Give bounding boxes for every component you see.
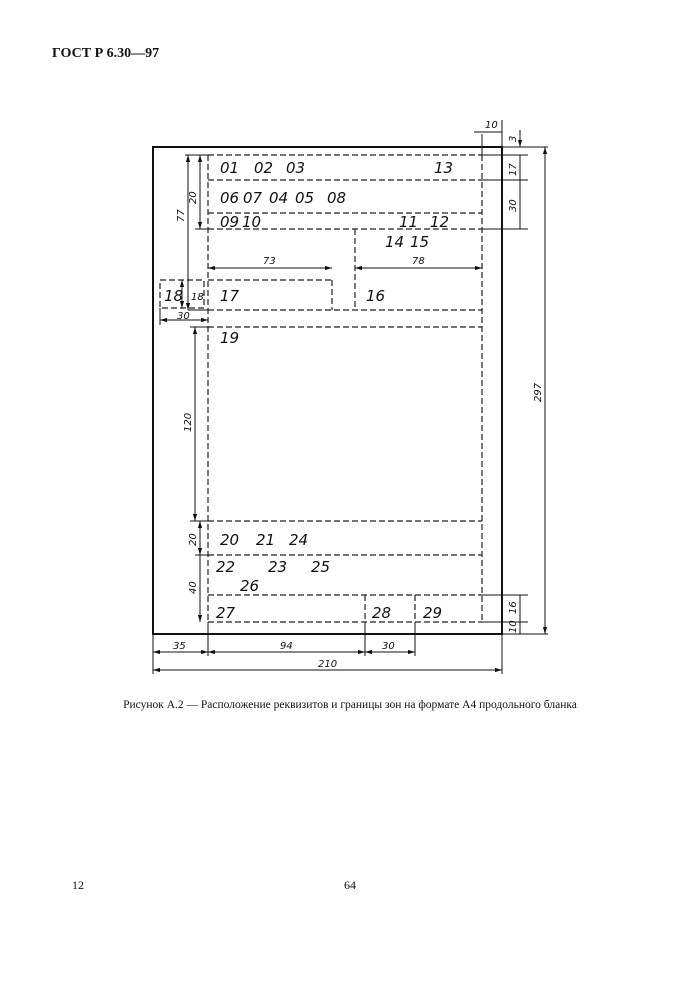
dimension-lines <box>152 120 548 674</box>
zone-29: 29 <box>423 604 442 622</box>
dim-30-left: 30 <box>177 311 190 322</box>
zone-boundaries <box>159 154 483 623</box>
zone-19: 19 <box>220 329 239 347</box>
dim-16: 16 <box>508 601 519 614</box>
zone-08: 08 <box>327 189 346 207</box>
page-number-center: 64 <box>344 878 356 892</box>
dim-35: 35 <box>173 641 186 652</box>
zone-06: 06 <box>220 189 239 207</box>
zone-04: 04 <box>269 189 288 207</box>
zone-05: 05 <box>295 189 314 207</box>
dim-20-top: 20 <box>188 191 199 204</box>
dim-40: 40 <box>188 581 199 594</box>
zone-14: 14 <box>385 233 404 251</box>
zone-18-b: 18 <box>191 292 204 303</box>
document-header: ГОСТ Р 6.30—97 <box>52 46 160 61</box>
zone-02: 02 <box>254 159 273 177</box>
zone-23: 23 <box>268 558 287 576</box>
page-outline <box>152 146 503 635</box>
dim-10-top: 10 <box>485 120 498 131</box>
zone-12: 12 <box>430 213 449 231</box>
dim-77: 77 <box>176 209 187 222</box>
dim-73: 73 <box>263 256 276 267</box>
page-number-left: 12 <box>72 878 84 892</box>
zone-16: 16 <box>366 287 385 305</box>
dim-120: 120 <box>183 413 194 432</box>
dim-210: 210 <box>318 659 337 670</box>
zone-18-a: 18 <box>164 287 183 305</box>
zone-26: 26 <box>240 577 259 595</box>
zone-labels: 01 02 03 13 06 07 04 05 08 09 10 11 12 1… <box>164 159 453 622</box>
zone-09: 09 <box>220 213 239 231</box>
zone-13: 13 <box>434 159 453 177</box>
dim-94: 94 <box>280 641 293 652</box>
zone-28: 28 <box>372 604 391 622</box>
zone-03: 03 <box>286 159 305 177</box>
zone-20: 20 <box>220 531 239 549</box>
dimension-labels: 10 3 17 30 297 16 10 77 20 73 78 30 120 … <box>173 120 544 670</box>
dim-78: 78 <box>412 256 425 267</box>
zone-24: 24 <box>289 531 308 549</box>
zone-25: 25 <box>311 558 330 576</box>
zone-21: 21 <box>256 531 275 549</box>
dim-20-bottom: 20 <box>188 533 199 546</box>
zone-07: 07 <box>243 189 263 207</box>
dim-297: 297 <box>533 382 544 402</box>
zone-10: 10 <box>242 213 261 231</box>
dim-10-bottom: 10 <box>508 620 519 633</box>
dim-30-right: 30 <box>508 199 519 212</box>
zone-15: 15 <box>410 233 429 251</box>
dim-17: 17 <box>508 163 519 176</box>
zone-17: 17 <box>220 287 240 305</box>
zone-22: 22 <box>216 558 235 576</box>
zone-01: 01 <box>220 159 239 177</box>
zone-27: 27 <box>216 604 236 622</box>
figure-caption: Рисунок А.2 — Расположение реквизитов и … <box>123 699 577 711</box>
zone-11: 11 <box>399 213 418 231</box>
dim-30-bottom: 30 <box>382 641 395 652</box>
dim-3: 3 <box>508 136 519 142</box>
